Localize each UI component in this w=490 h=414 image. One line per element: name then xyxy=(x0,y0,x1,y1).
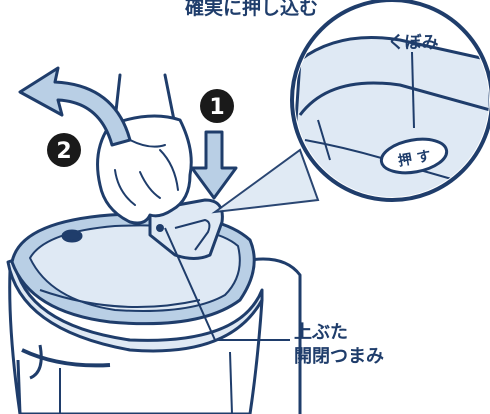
zoom-label-press: 押 す xyxy=(397,147,432,169)
zoom-label-recess: くぼみ xyxy=(388,33,439,53)
step-one-badge: 1 xyxy=(200,89,234,123)
zoom-beam xyxy=(211,148,320,214)
lid-latch-knob xyxy=(148,198,224,260)
rotate-arrow xyxy=(18,66,132,147)
step-two-badge: 2 xyxy=(47,133,81,167)
part-label-line2: 開閉つまみ xyxy=(294,346,384,367)
zoom-callout: くぼみ 押 す xyxy=(290,0,490,202)
part-label-leader xyxy=(164,227,290,341)
part-label-line1: 上ぶた xyxy=(294,322,348,343)
step-two-number: 2 xyxy=(56,139,71,164)
step-one-number: 1 xyxy=(209,95,224,120)
caption-top: 確実に押し込む xyxy=(185,0,318,19)
press-down-arrow xyxy=(190,130,238,200)
hand xyxy=(96,73,193,225)
